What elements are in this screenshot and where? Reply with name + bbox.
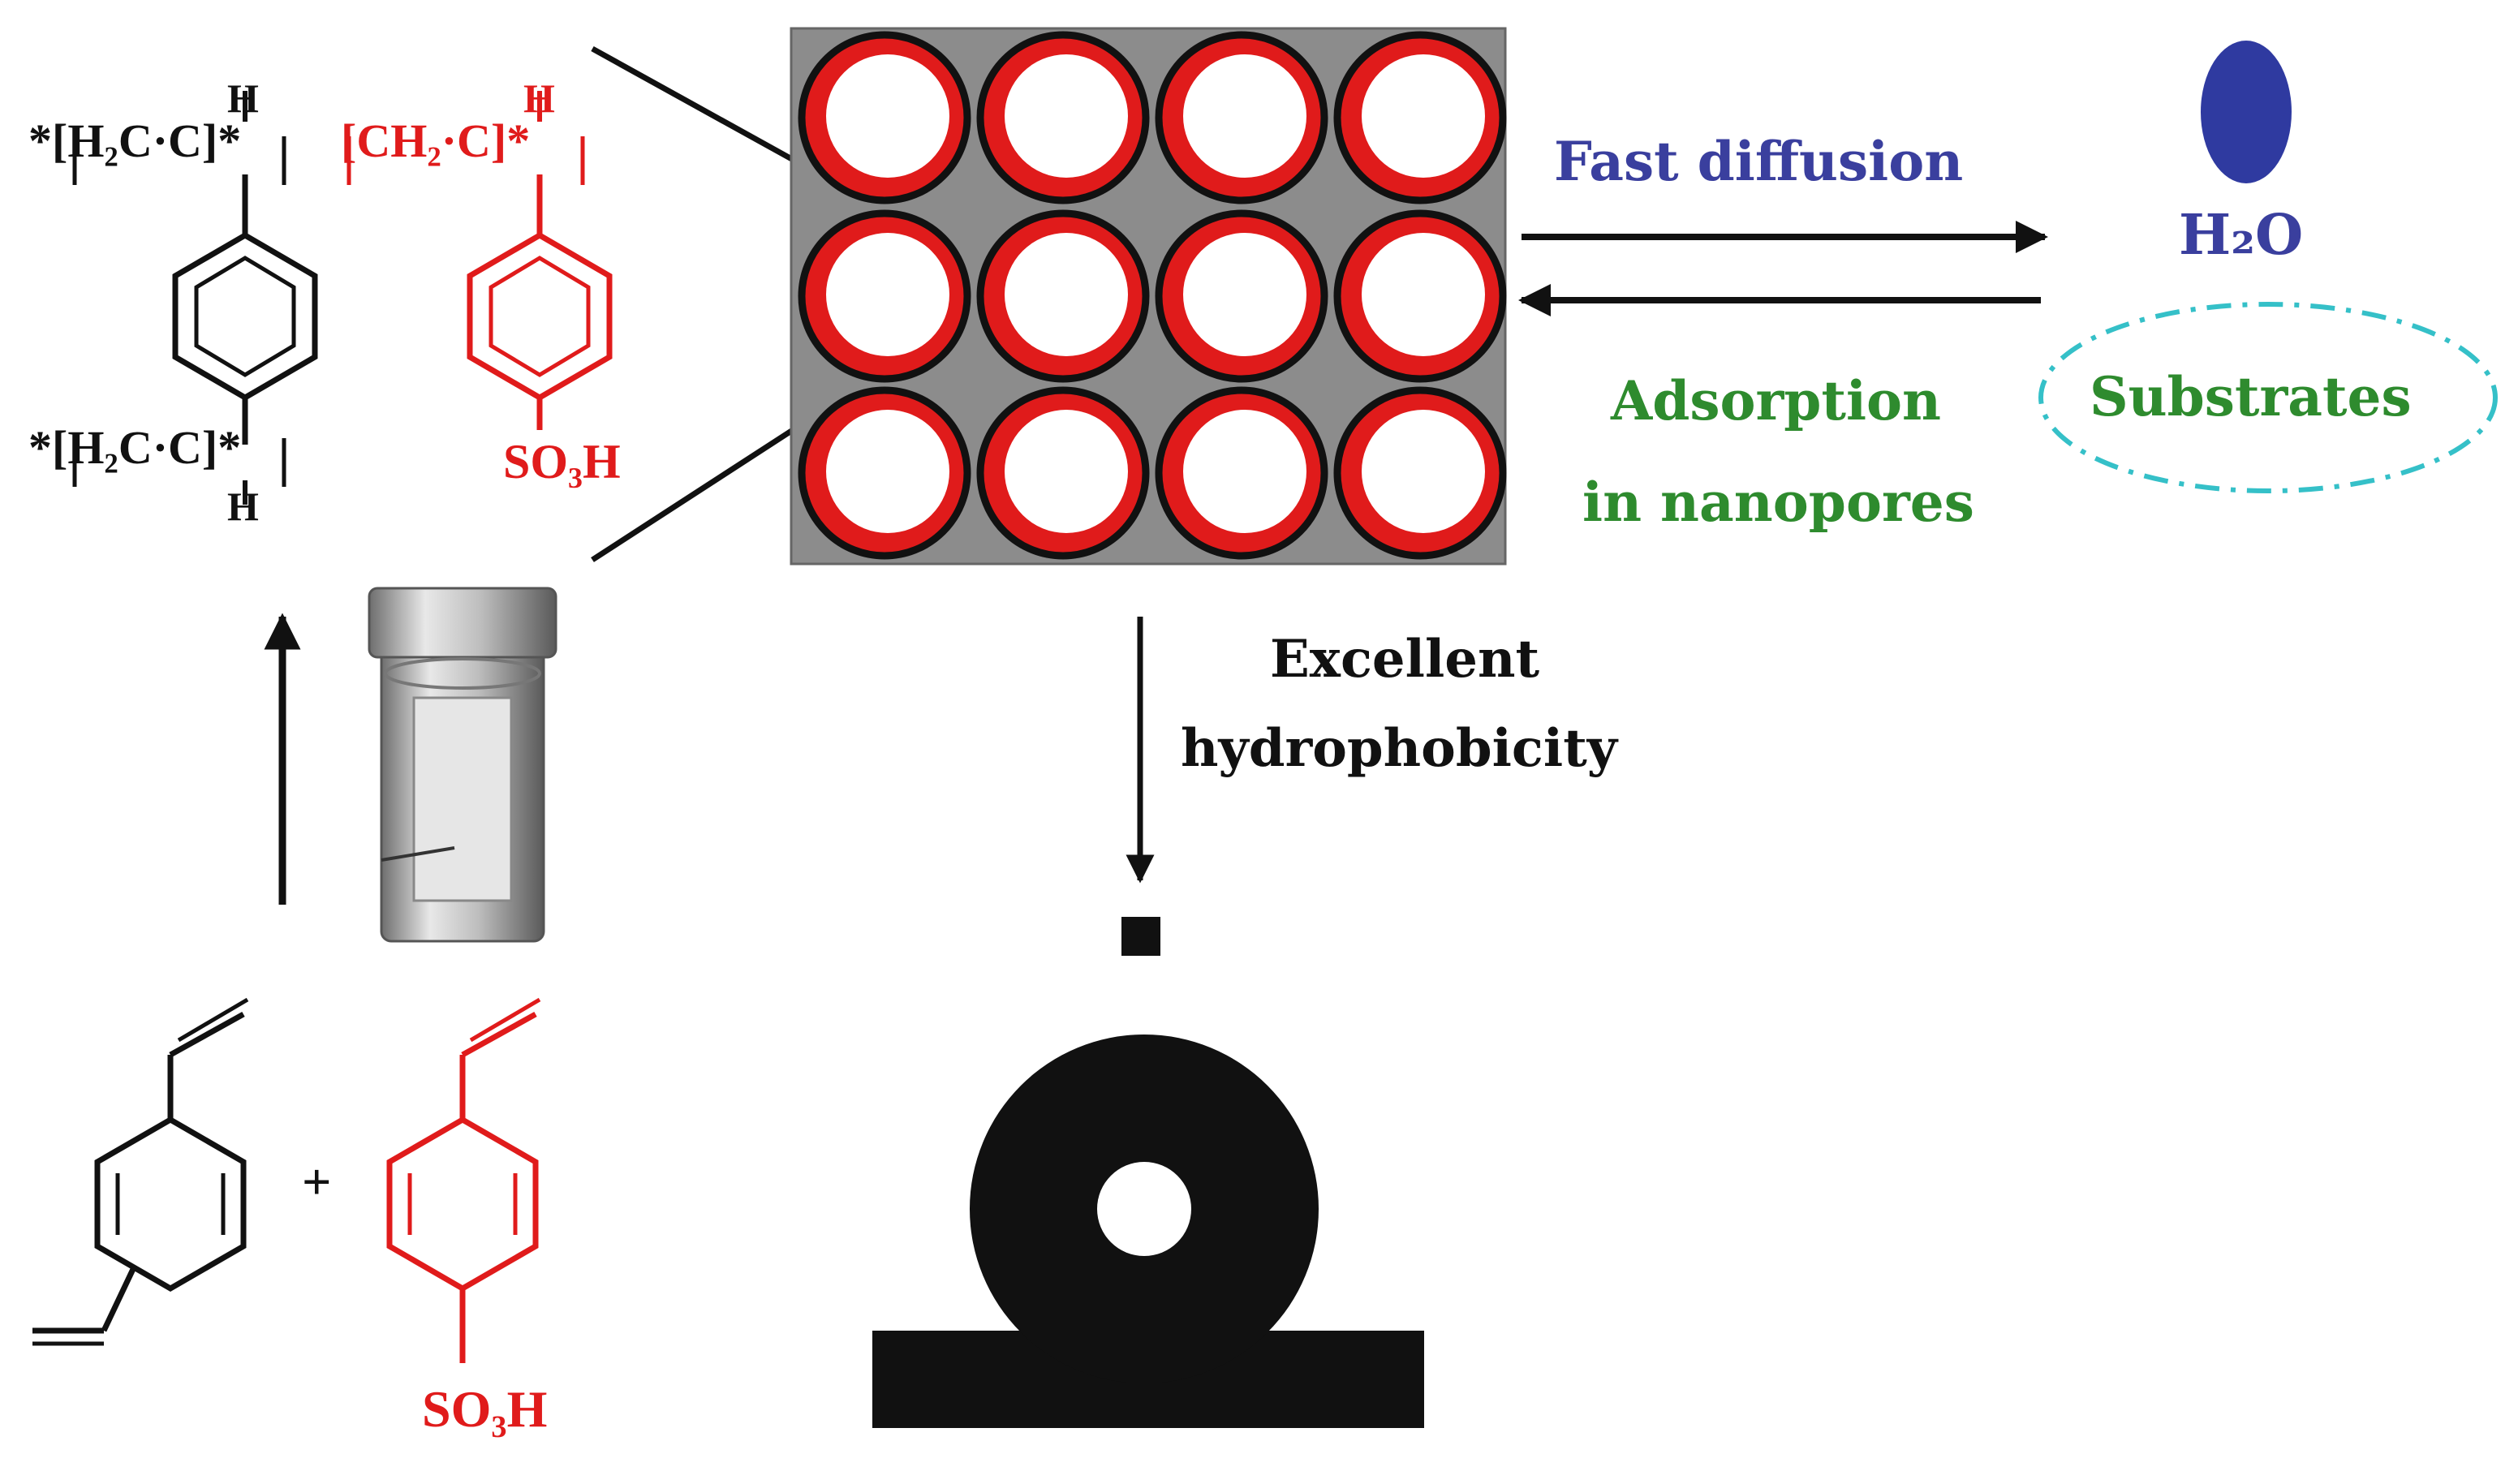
polymer-unit-top-red: [CH₂·C]* [341,114,531,167]
polymer-structure [72,91,613,505]
pore-cavity [1183,233,1306,356]
h-atom-bottom-black: H [227,484,259,529]
substrate-ellipse [2038,302,2498,493]
styrenesulfonic-acid-monomer [386,997,541,1363]
water-contact-angle-droplet [872,1034,1424,1428]
zoom-line-top [591,45,821,178]
substrates-label: Substrates [2090,365,2412,428]
pore-cavity [1362,233,1485,356]
adsorption-label-line1: Adsorption [1611,369,1942,432]
pore-cavity [1005,54,1128,178]
pore-cavity [826,410,949,533]
pore-cavity [826,233,949,356]
polymer-unit-top-black: *[H₂C·C]* [28,114,242,167]
pore-cavity [1005,410,1128,533]
monomer-so3h-label: SO₃H [422,1380,548,1438]
pore-cavity [1362,54,1485,178]
h-atom-top-black: H [227,75,259,121]
needle-tip [1121,917,1160,956]
pore-cavity [1183,54,1306,178]
hydrophobicity-label-line2: hydrophobicity [1181,718,1617,779]
pore-cavity [1362,410,1485,533]
hydrophobicity-label-line1: Excellent [1270,629,1540,690]
pore-cavity [1005,233,1128,356]
droplet-highlight [1097,1162,1191,1256]
zoom-line-bottom [591,415,813,562]
plus-sign: + [302,1153,332,1211]
adsorption-label-line2: in nanopores [1582,471,1974,534]
porous-particle-array [790,27,1507,566]
polymer-unit-bottom-black: *[H₂C·C]* [28,421,242,474]
fast-diffusion-label: Fast diffusion [1554,130,1964,193]
benzene-inner-black [194,256,296,377]
water-label: H₂O [2179,203,2304,268]
pore-cavity [1183,410,1306,533]
pore-cavity [826,54,949,178]
divinylbenzene-monomer [32,997,249,1346]
polymer-so3h-label: SO₃H [503,435,621,488]
water-drop-icon [2201,41,2292,183]
autoclave-vessel-icon [368,587,557,943]
h-atom-top-red: H [523,75,555,121]
